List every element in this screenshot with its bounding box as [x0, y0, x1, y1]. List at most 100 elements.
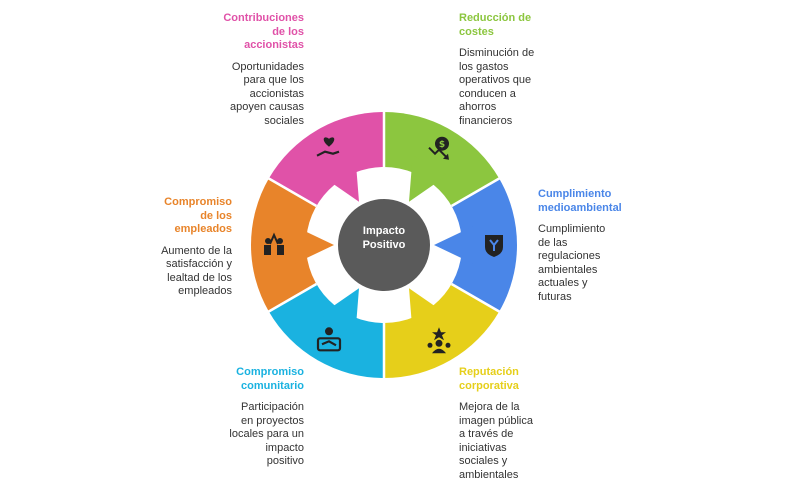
- desc-accionistas: Oportunidades para que los accionistas a…: [223, 61, 304, 129]
- segment-divider: [267, 282, 318, 314]
- desc-line: apoyen causas: [230, 101, 304, 113]
- star-glyph: [432, 327, 446, 341]
- title-medio-l1: Cumplimiento: [538, 188, 612, 200]
- person-body: [432, 348, 446, 354]
- block-accionistas: Contribuciones de los accionistas Oportu…: [223, 12, 304, 128]
- title-accionistas: Contribuciones de los accionistas: [223, 12, 304, 53]
- hands-frame: [316, 337, 342, 352]
- block-medio: Cumplimiento medioambiental Cumplimiento…: [538, 188, 622, 304]
- desc-line: financieros: [459, 114, 513, 127]
- block-comunitario: Compromiso comunitario Participación en …: [229, 366, 304, 469]
- desc-line: de las: [538, 236, 568, 249]
- high-five-icon: [264, 232, 284, 255]
- title-comunitario-l1: Compromiso: [236, 366, 304, 378]
- title-comunitario-l2: comunitario: [241, 379, 304, 392]
- desc-line: operativos que: [459, 74, 532, 86]
- title-empleados: Compromiso de los empleados: [161, 196, 232, 237]
- heart-glyph: [323, 137, 335, 147]
- block-reputacion: Reputación corporativa Mejora de la imag…: [459, 366, 533, 482]
- desc-line: Cumplimiento: [538, 223, 606, 235]
- desc-line: ahorros: [459, 101, 497, 113]
- desc-line: empleados: [178, 285, 232, 297]
- title-medio-l2: medioambiental: [538, 201, 622, 214]
- eco-shield-icon: [485, 235, 503, 257]
- hands-shake: [321, 340, 337, 347]
- desc-line: ambientales: [459, 468, 519, 481]
- desc-line: futuras: [538, 290, 572, 303]
- arrow-accionistas: [317, 138, 359, 202]
- title-empleados-l2: de los: [200, 209, 232, 222]
- title-accionistas-l3: accionistas: [244, 39, 304, 51]
- person-body: [277, 245, 284, 255]
- person-head: [427, 342, 433, 348]
- desc-line: locales para un: [229, 428, 304, 440]
- dollar-glyph: $: [439, 140, 445, 150]
- desc-line: accionistas: [249, 87, 304, 100]
- dollar-down-icon: $: [428, 136, 449, 160]
- arrow-medio: [434, 225, 502, 265]
- desc-costes: Disminución de los gastos operativos que…: [459, 47, 534, 128]
- desc-line: para que los: [243, 74, 304, 86]
- hand-glyph: [316, 150, 340, 157]
- person-head: [265, 238, 271, 244]
- block-empleados: Compromiso de los empleados Aumento de l…: [161, 196, 232, 299]
- center-line-1: Impacto: [362, 225, 406, 237]
- desc-empleados: Aumento de la satisfacción y lealtad de …: [161, 245, 232, 299]
- star-people-icon: [427, 327, 451, 354]
- title-reputacion: Reputación corporativa: [459, 366, 533, 393]
- segment-divider: [450, 282, 501, 314]
- desc-line: Participación: [241, 401, 304, 413]
- title-reputacion-l1: Reputación: [459, 366, 519, 378]
- center-line-2: Positivo: [362, 239, 406, 251]
- desc-line: Mejora de la: [459, 401, 520, 413]
- desc-line: regulaciones: [538, 250, 601, 262]
- center-label: Impacto Positivo: [340, 224, 428, 252]
- title-empleados-l3: empleados: [174, 223, 232, 235]
- person-head: [445, 342, 451, 348]
- arrow-empleados: [266, 225, 334, 265]
- desc-line: sociales: [264, 114, 304, 127]
- desc-line: lealtad de los: [167, 271, 232, 284]
- title-medio: Cumplimiento medioambiental: [538, 188, 622, 215]
- center-circle: [338, 199, 430, 291]
- desc-line: iniciativas: [459, 441, 507, 454]
- eco-glyph: [489, 239, 499, 251]
- desc-line: actuales y: [538, 277, 588, 289]
- desc-line: Aumento de la: [161, 244, 232, 257]
- title-accionistas-l1: Contribuciones: [223, 12, 304, 24]
- title-costes-l2: costes: [459, 25, 494, 38]
- desc-line: Oportunidades: [231, 60, 304, 73]
- desc-line: positivo: [266, 455, 304, 467]
- desc-line: imagen pública: [459, 414, 533, 427]
- desc-line: en proyectos: [241, 414, 304, 427]
- heart-hand-icon: [316, 137, 340, 157]
- person-body: [264, 245, 271, 255]
- trend-arrowhead: [443, 153, 449, 160]
- high-five-arms: [269, 232, 279, 245]
- title-accionistas-l2: de los: [272, 25, 304, 38]
- desc-line: Disminución de: [459, 47, 535, 59]
- person-head: [277, 238, 283, 244]
- person-head: [435, 339, 443, 347]
- person-head: [325, 327, 333, 336]
- arrow-comunitario: [317, 288, 359, 352]
- title-reputacion-l2: corporativa: [459, 379, 519, 392]
- desc-reputacion: Mejora de la imagen pública a través de …: [459, 401, 533, 482]
- desc-line: conducen a: [459, 87, 516, 100]
- trend-down: [428, 146, 448, 159]
- segment-divider: [450, 176, 501, 208]
- title-comunitario: Compromiso comunitario: [229, 366, 304, 393]
- block-costes: Reducción de costes Disminución de los g…: [459, 12, 534, 128]
- arrow-costes: [409, 138, 451, 202]
- segment-divider: [267, 176, 318, 208]
- title-costes-l1: Reducción de: [459, 12, 532, 24]
- desc-line: los gastos: [459, 60, 509, 73]
- desc-line: sociales y: [459, 455, 508, 467]
- handshake-icon: [316, 327, 342, 352]
- title-empleados-l1: Compromiso: [164, 196, 232, 208]
- desc-line: satisfacción y: [165, 258, 232, 270]
- desc-comunitario: Participación en proyectos locales para …: [229, 401, 304, 469]
- desc-line: impacto: [265, 441, 304, 454]
